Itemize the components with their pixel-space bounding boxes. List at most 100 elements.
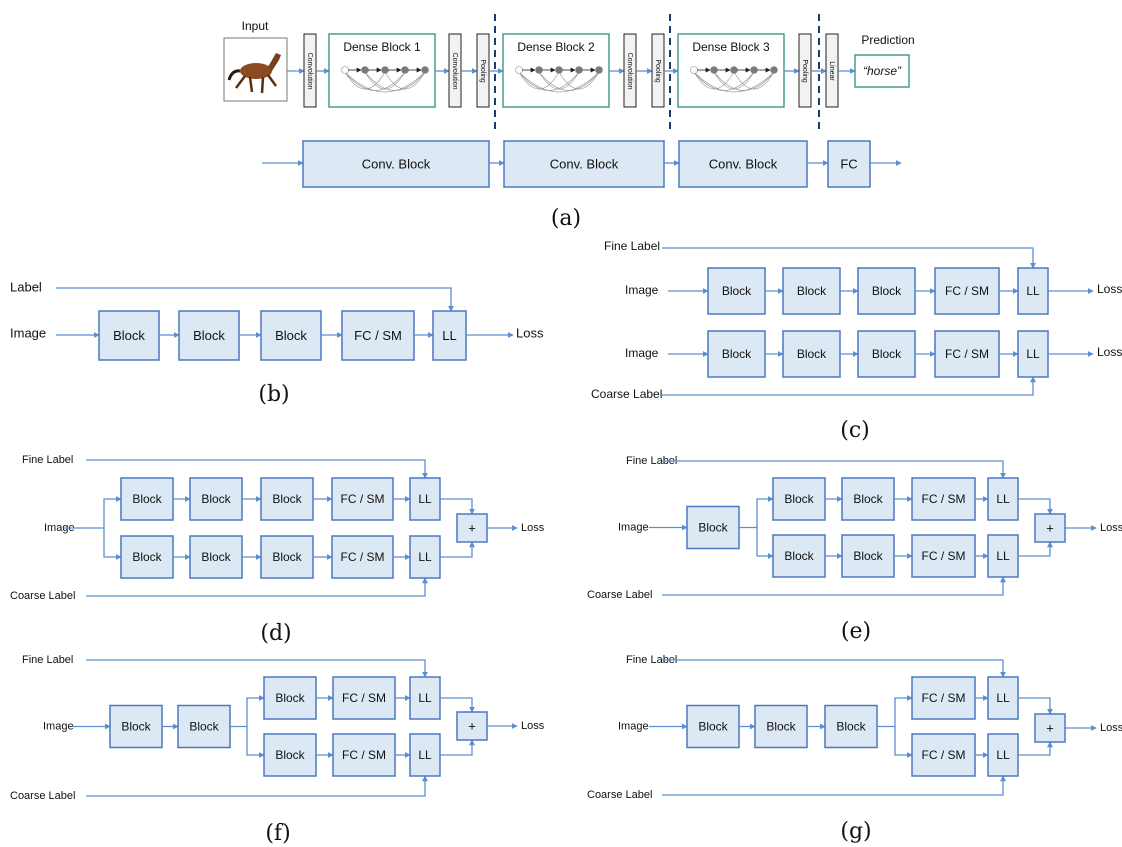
dense-block-3-title: Dense Block 3 (692, 40, 770, 54)
block (857, 330, 916, 378)
loss-label: Loss (1100, 522, 1122, 534)
loss-label: Loss (1100, 722, 1122, 734)
block-label: Block (722, 347, 752, 361)
ll-box (409, 477, 441, 521)
block (260, 477, 314, 521)
dense-node (730, 66, 738, 74)
dense-connection (538, 71, 600, 91)
arrow-split-branch (246, 726, 265, 758)
ll-box-label: LL (996, 748, 1010, 762)
dense-connection (384, 71, 426, 90)
arrow-coarse-ll (662, 775, 1006, 796)
dense-connection (693, 71, 775, 93)
conv-block-1-label: Conv. Block (362, 156, 431, 171)
convolution-layer-3-label: Convolution (626, 53, 633, 90)
block-label: Block (272, 492, 302, 506)
dense-node (750, 66, 758, 74)
conv-block-3-label: Conv. Block (709, 156, 778, 171)
image-input-label: Image (618, 521, 649, 533)
fine-label-text: Fine Label (604, 239, 660, 253)
ll-box (987, 733, 1019, 777)
arrow-ll-sum (1018, 541, 1053, 557)
fc-sm-box-label: FC / SM (945, 284, 989, 298)
sum-box (456, 513, 488, 543)
ll-box-label: LL (418, 691, 432, 705)
fc-sm-box (911, 733, 976, 777)
arrow-coarse-ll (86, 577, 428, 597)
fc-sm-box-label: FC / SM (922, 492, 966, 506)
loss-label: Loss (1097, 282, 1122, 296)
ll-box-label: LL (996, 691, 1010, 705)
fc-sm-box (934, 330, 1000, 378)
block (98, 310, 160, 361)
shared-block-label: Block (189, 720, 219, 734)
coarse-label-text: Coarse Label (587, 589, 652, 601)
arrow-fine-ll (662, 247, 1036, 269)
block (707, 330, 766, 378)
arrow-split-branch (756, 527, 774, 559)
sum-box-label: + (1046, 720, 1054, 735)
block-label: Block (275, 328, 307, 343)
horse-tail (227, 69, 241, 81)
block (189, 477, 243, 521)
fc-sm-box (332, 733, 396, 777)
fc-sm-box-label: FC / SM (342, 748, 386, 762)
fc-sm-box-label: FC / SM (922, 748, 966, 762)
dense-connection (518, 71, 600, 93)
arrow-split-branch (756, 496, 774, 528)
block-label: Block (797, 284, 827, 298)
arrow-ll-sum (440, 739, 475, 756)
fine-label-text: Fine Label (22, 654, 73, 666)
fc-box-label: FC (840, 156, 857, 171)
arrow-ll-sum (1018, 498, 1053, 515)
image-input-label: Image (10, 325, 46, 340)
image-input-label: Image (44, 522, 75, 534)
caption-e: (e) (841, 619, 871, 644)
block-label: Block (872, 284, 902, 298)
coarse-label-text: Coarse Label (10, 790, 75, 802)
coarse-label-text: Coarse Label (587, 789, 652, 801)
block-label: Block (797, 347, 827, 361)
arrow-split-branch (103, 528, 122, 560)
ll-box-label: LL (996, 549, 1010, 563)
block (178, 310, 240, 361)
block-label: Block (722, 284, 752, 298)
block-label: Block (201, 492, 231, 506)
dense-node (710, 66, 718, 74)
conv-block-2 (503, 140, 665, 188)
fc-sm-box-label: FC / SM (945, 347, 989, 361)
block-label: Block (272, 550, 302, 564)
pooling-layer-1-label: Pooling (479, 59, 486, 82)
fine-label-text: Fine Label (22, 454, 73, 466)
fc-sm-box (331, 535, 394, 579)
ll-box (1017, 330, 1049, 378)
caption-a: (a) (551, 206, 581, 231)
block (772, 534, 826, 578)
ll-box (987, 477, 1019, 521)
horse-legs (235, 74, 278, 94)
fc-sm-box-label: FC / SM (354, 328, 402, 343)
dense-connection (364, 71, 426, 91)
dense-node (575, 66, 583, 74)
ll-box-label: LL (442, 328, 456, 343)
dense-connection (558, 71, 600, 90)
dense-node (421, 66, 429, 74)
dense-node (341, 66, 349, 74)
fc-sm-box (331, 477, 394, 521)
arrow-fine-ll (662, 460, 1006, 479)
horse-neck (268, 53, 281, 71)
arrow-fine-ll (662, 659, 1006, 678)
image-input-label: Image (625, 346, 659, 360)
block (120, 535, 174, 579)
block (707, 267, 766, 315)
sum-box-label: + (468, 718, 476, 733)
ll-box-label: LL (418, 748, 432, 762)
fc-sm-box-label: FC / SM (341, 550, 385, 564)
loss-label: Loss (516, 325, 544, 340)
arrow-label-ll (56, 287, 454, 312)
block-label: Block (132, 492, 162, 506)
caption-g: (g) (840, 819, 871, 844)
block-label: Block (275, 691, 305, 705)
loss-label: Loss (1097, 345, 1122, 359)
caption-b: (b) (258, 382, 289, 407)
